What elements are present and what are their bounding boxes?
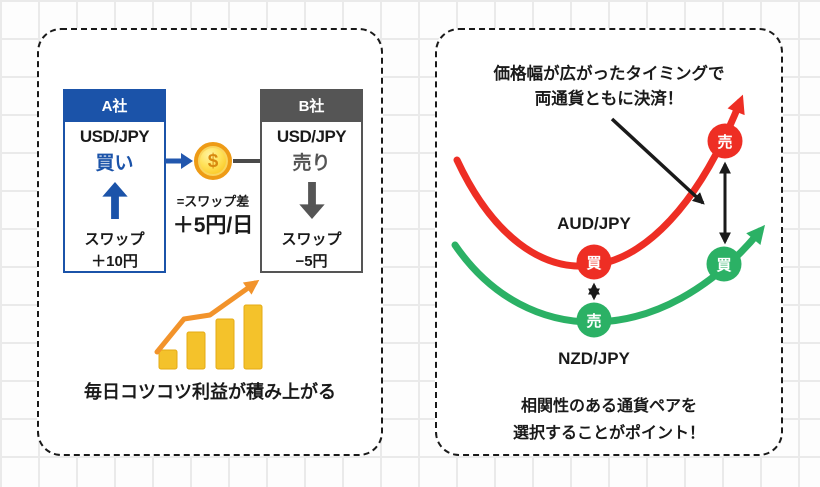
correlation-footer-line1: 相関性のある通貨ペアを bbox=[520, 398, 697, 415]
left-panel-caption: 毎日コツコツ利益が積み上がる bbox=[84, 382, 336, 402]
company-b-action: 売り bbox=[292, 153, 331, 174]
aud-jpy-label: AUD/JPY bbox=[557, 214, 631, 233]
settlement-headline-line1: 価格幅が広がったタイミングで bbox=[493, 65, 725, 83]
company-a-swap-value: ＋10円 bbox=[91, 253, 138, 270]
company-a-action: 買い bbox=[95, 153, 134, 174]
nzd-jpy-label: NZD/JPY bbox=[558, 349, 630, 368]
company-a-card: A社 USD/JPY 買い スワップ ＋10円 bbox=[63, 89, 166, 273]
svg-text:売: 売 bbox=[717, 133, 732, 151]
bar-chart-growth-icon bbox=[154, 279, 263, 370]
coin-connector-line bbox=[233, 159, 261, 163]
down-arrow-icon bbox=[298, 182, 325, 219]
coin-dollar-symbol: $ bbox=[207, 150, 219, 172]
right-arrow-icon bbox=[165, 153, 193, 169]
settlement-headline-line2: 両通貨ともに決済！ bbox=[534, 90, 684, 108]
svg-text:買: 買 bbox=[586, 255, 601, 272]
up-arrow-icon bbox=[101, 182, 128, 219]
company-a-pair: USD/JPY bbox=[79, 127, 150, 146]
company-a-title: A社 bbox=[65, 91, 164, 122]
settlement-headline: 価格幅が広がったタイミングで 両通貨ともに決済！ bbox=[437, 62, 781, 112]
company-a-swap-label: スワップ bbox=[84, 231, 145, 248]
swap-difference-panel: A社 USD/JPY 買い スワップ ＋10円 $ =スワップ差 ＋5円/日 B… bbox=[37, 28, 383, 456]
settlement-pointer-arrow bbox=[610, 117, 705, 205]
svg-text:売: 売 bbox=[586, 312, 601, 330]
company-b-pair: USD/JPY bbox=[276, 127, 347, 146]
swap-diff-label: =スワップ差 bbox=[176, 194, 250, 209]
currency-curves-chart: 売 買 売 買 bbox=[451, 94, 766, 338]
swap-diff-value: ＋5円/日 bbox=[172, 214, 254, 237]
buy-badge-red: 買 bbox=[576, 244, 612, 280]
company-b-card: B社 USD/JPY 売り スワップ −5円 bbox=[260, 89, 363, 273]
correlation-panel: 価格幅が広がったタイミングで 両通貨ともに決済！ 売 bbox=[435, 28, 783, 456]
sell-badge-red: 売 bbox=[707, 123, 743, 159]
svg-text:買: 買 bbox=[716, 257, 731, 274]
aud-jpy-curve bbox=[453, 94, 745, 270]
buy-badge-green: 買 bbox=[706, 246, 742, 282]
correlation-footer-note: 相関性のある通貨ペアを 選択することがポイント！ bbox=[437, 393, 781, 447]
coin-icon: $ bbox=[194, 142, 232, 180]
correlation-footer-line2: 選択することがポイント！ bbox=[512, 425, 705, 442]
company-b-title: B社 bbox=[262, 91, 361, 122]
company-b-swap-value: −5円 bbox=[295, 253, 328, 270]
company-b-swap-label: スワップ bbox=[281, 231, 342, 248]
sell-badge-green: 売 bbox=[576, 302, 612, 338]
